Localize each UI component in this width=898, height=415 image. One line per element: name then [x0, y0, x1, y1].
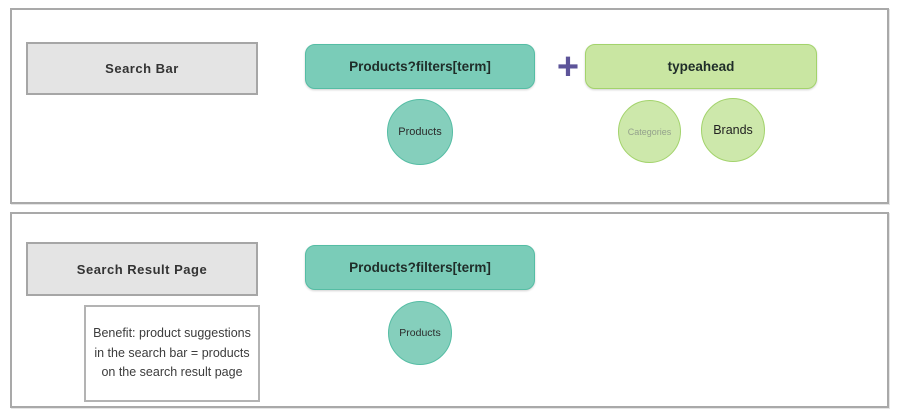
search-bar-label: Search Bar	[105, 61, 179, 76]
search-result-page-label-box: Search Result Page	[26, 242, 258, 296]
brands-circle-label: Brands	[713, 123, 753, 137]
products-filters-pill-bottom-label: Products?filters[term]	[349, 260, 491, 275]
plus-glyph: +	[556, 46, 580, 88]
categories-circle-label: Categories	[627, 126, 672, 137]
products-filters-pill-bottom: Products?filters[term]	[305, 245, 535, 290]
products-circle: Products	[387, 99, 453, 165]
search-result-page-panel: Search Result Page Benefit: product sugg…	[10, 212, 889, 408]
products-circle-bottom: Products	[388, 301, 452, 365]
typeahead-pill-label: typeahead	[667, 59, 735, 74]
search-result-page-label: Search Result Page	[76, 261, 208, 277]
products-filters-pill-label: Products?filters[term]	[349, 59, 491, 74]
search-bar-label-box: Search Bar	[26, 42, 258, 95]
brands-circle: Brands	[701, 98, 765, 162]
products-circle-bottom-label: Products	[399, 327, 441, 339]
categories-circle: Categories	[618, 100, 681, 163]
products-filters-pill: Products?filters[term]	[305, 44, 535, 89]
typeahead-pill: typeahead	[585, 44, 817, 89]
products-circle-label: Products	[398, 126, 442, 138]
benefit-note-text: Benefit: product suggestions in the sear…	[93, 326, 251, 380]
search-bar-panel: Search Bar Products?filters[term] + type…	[10, 8, 889, 204]
benefit-note: Benefit: product suggestions in the sear…	[84, 305, 260, 402]
plus-icon: +	[546, 46, 590, 88]
